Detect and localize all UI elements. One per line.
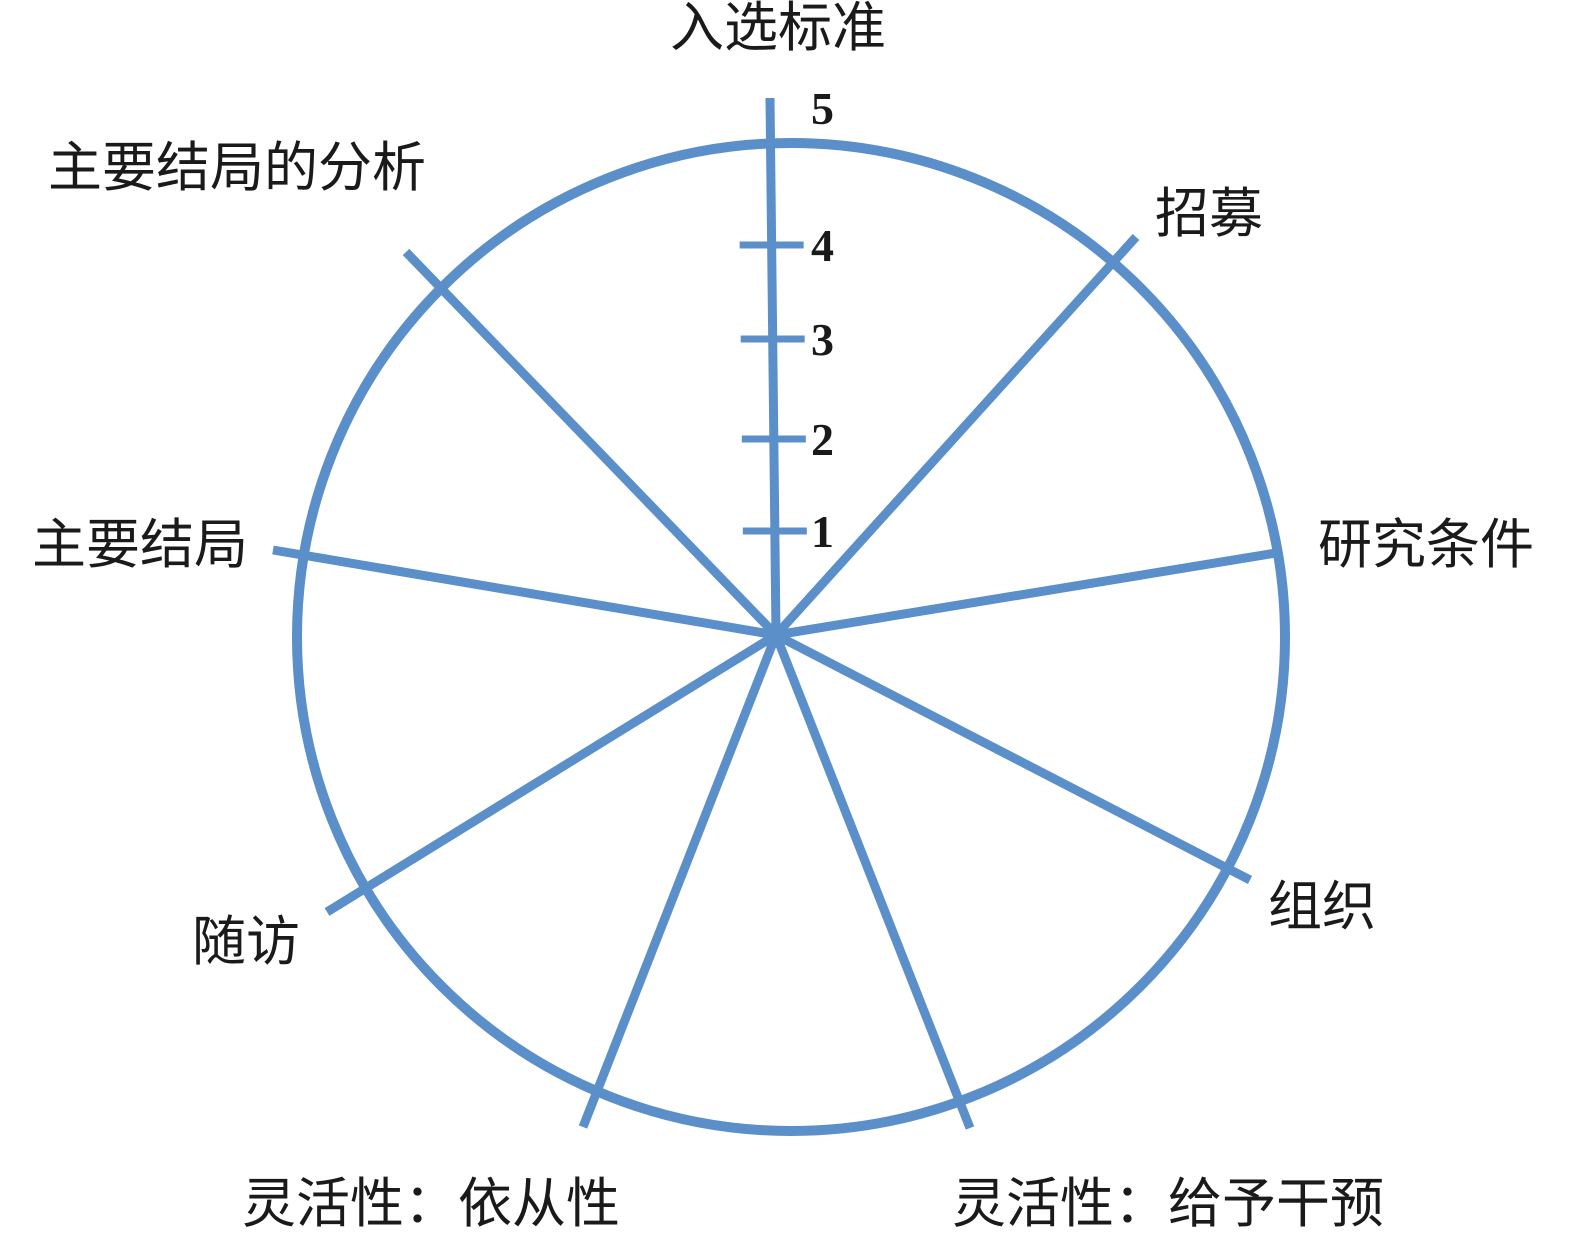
spoke-line [772,233,1140,639]
spoke-label: 研究条件 [1318,513,1534,576]
spoke-label: 入选标准 [670,0,886,59]
spoke-label: 主要结局的分析 [48,136,426,199]
spoke-line [324,631,779,916]
spoke-line [272,545,777,640]
spoke-label: 灵活性：给予干预 [952,1172,1384,1235]
tick-label: 5 [811,83,834,134]
tick-label: 3 [811,314,834,365]
tick-label: 2 [811,414,834,465]
spoke-layer [272,97,1283,1130]
spoke-line [402,248,780,639]
tick-label: 1 [811,506,834,557]
spoke-label: 主要结局 [32,513,248,576]
spoke-label: 招募 [1155,182,1263,245]
tick-label: 4 [811,220,834,271]
spoke-label: 灵活性：依从性 [242,1172,620,1235]
outer-circle [292,138,1290,1136]
spoke-line [775,547,1283,640]
spoke-label: 组织 [1268,875,1376,938]
spoke-line [771,633,975,1130]
scale-ticks: 1 2 3 4 5 [739,83,834,557]
spoke-line [773,631,1253,884]
spoke-line [578,633,781,1129]
spoke-line [765,97,781,636]
spoke-label: 随访 [192,910,300,973]
